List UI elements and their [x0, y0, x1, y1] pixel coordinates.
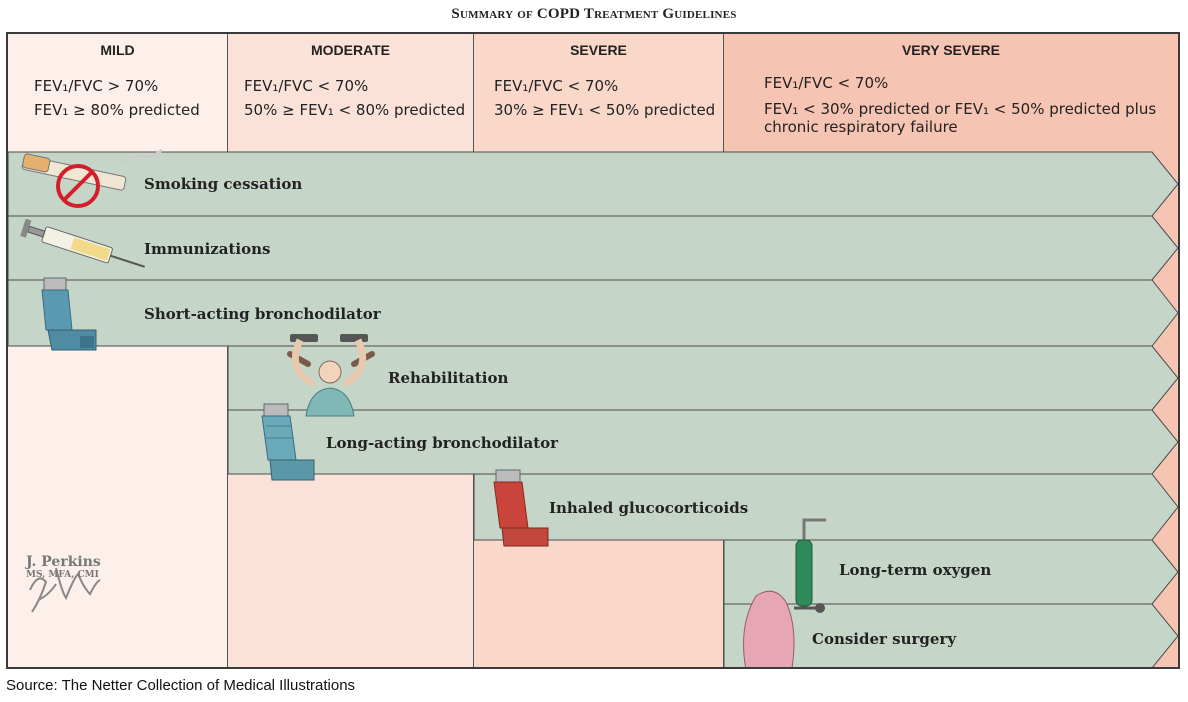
criteria-line: FEV₁ < 30% predicted or FEV₁ < 50% predi…: [764, 100, 1157, 136]
column-criteria: FEV₁/FVC < 70% FEV₁ < 30% predicted or F…: [764, 74, 1168, 136]
arrow-inhaled-glucocorticoids: [473, 473, 1178, 541]
treatment-label: Long-term oxygen: [839, 561, 992, 579]
guidelines-table: MILD FEV₁/FVC > 70% FEV₁ ≥ 80% predicted…: [6, 32, 1180, 669]
column-criteria: FEV₁/FVC < 70% 50% ≥ FEV₁ < 80% predicte…: [244, 74, 466, 122]
criteria-line: 30% ≥ FEV₁ < 50% predicted: [494, 101, 716, 119]
column-header: SEVERE: [570, 42, 627, 58]
artist-name: J. Perkins: [26, 554, 101, 570]
column-criteria: FEV₁/FVC > 70% FEV₁ ≥ 80% predicted: [34, 74, 217, 122]
inhaler-icon: [41, 277, 97, 351]
column-mild: MILD FEV₁/FVC > 70% FEV₁ ≥ 80% predicted: [8, 34, 228, 667]
criteria-line: FEV₁/FVC > 70%: [34, 77, 159, 95]
criteria-line: 50% ≥ FEV₁ < 80% predicted: [244, 101, 466, 119]
criteria-line: FEV₁ ≥ 80% predicted: [34, 101, 200, 119]
lung-icon: [743, 590, 795, 667]
arrow-long-term-oxygen: [723, 539, 1178, 605]
exercising-man-icon: [287, 334, 375, 417]
treatment-label: Immunizations: [144, 240, 271, 258]
arrow-long-acting-bronchodilator: [227, 409, 1178, 475]
oxygen-tank-icon: [794, 518, 826, 613]
syringe-icon: [20, 218, 146, 268]
criteria-line: FEV₁/FVC < 70%: [764, 74, 889, 92]
column-header: MODERATE: [310, 42, 391, 58]
column-criteria: FEV₁/FVC < 70% 30% ≥ FEV₁ < 50% predicte…: [494, 74, 716, 122]
treatment-label: Short-acting bronchodilator: [144, 305, 381, 323]
artist-credit: J. Perkins MS, MFA, CMI: [26, 554, 101, 580]
treatment-label: Long-acting bronchodilator: [326, 434, 559, 452]
criteria-line: FEV₁/FVC < 70%: [244, 77, 369, 95]
column-header: MILD: [100, 42, 135, 58]
arrow-short-acting-bronchodilator: [8, 279, 1178, 347]
source-caption: Source: The Netter Collection of Medical…: [6, 677, 356, 694]
treatment-label: Inhaled glucocorticoids: [549, 499, 749, 517]
netter-signature-logo: [29, 567, 101, 613]
column-header: VERY SEVERE: [901, 42, 1001, 58]
artist-credentials: MS, MFA, CMI: [26, 570, 99, 580]
treatment-label: Smoking cessation: [144, 175, 303, 193]
figure-title: Summary of COPD Treatment Guidelines: [451, 6, 737, 22]
treatment-arrows: [8, 148, 1178, 667]
arrow-immunizations: [8, 215, 1178, 281]
treatment-label: Rehabilitation: [388, 369, 509, 387]
arrow-consider-surgery: [723, 603, 1178, 667]
no-smoking-icon: [21, 148, 163, 208]
red-inhaler-icon: [493, 469, 549, 547]
arrow-smoking-cessation: [8, 151, 1178, 217]
criteria-line: FEV₁/FVC < 70%: [494, 77, 619, 95]
arrow-rehabilitation: [227, 345, 1178, 411]
treatment-label: Consider surgery: [812, 630, 957, 648]
inhaler-icon: [261, 403, 315, 481]
